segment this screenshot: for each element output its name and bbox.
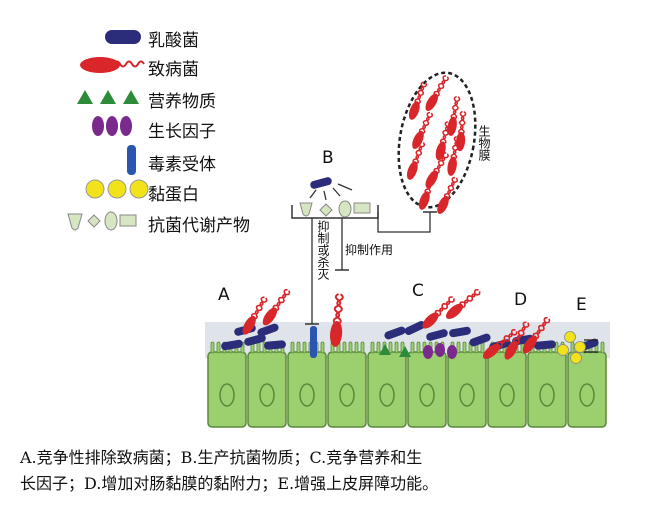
nutrient: [379, 344, 391, 355]
label-inhibit-or-kill: 抑制或杀灭: [316, 219, 330, 281]
mucin-icon: [85, 179, 149, 199]
biofilm-pathogen: [406, 80, 430, 122]
panel-b: [291, 176, 437, 358]
caption-line-2: 长因子；D.增加对肠黏膜的黏附力；E.增强上皮屏障功能。: [20, 474, 439, 493]
intestinal-epithelium: [205, 322, 610, 428]
lactobacillus-icon: [105, 30, 141, 44]
legend-lactobacillus: 乳酸菌: [148, 31, 199, 51]
biofilm: [397, 71, 477, 217]
growth-factor: [423, 345, 433, 359]
toxin-receptor-icon: [127, 145, 136, 175]
label-e: E: [576, 295, 587, 315]
mucin: [564, 331, 576, 343]
figure-caption: A.竞争性排除致病菌；B.生产抗菌物质；C.竞争营养和生 长因子；D.增加对肠黏…: [20, 445, 660, 497]
epithelial-cell: [247, 341, 287, 428]
mucin: [570, 352, 582, 364]
legend-nutrient: 营养物质: [148, 92, 216, 112]
biofilm-pathogen: [422, 73, 452, 114]
label-biofilm: 生物膜: [477, 125, 491, 162]
nutrient-icon: [77, 90, 139, 104]
epithelial-cell: [447, 341, 487, 428]
legend-toxin-receptor: 毒素受体: [148, 155, 216, 175]
mucin: [557, 344, 569, 356]
antibacterial-metabolite-icon: [67, 211, 137, 231]
growth-factor: [435, 343, 445, 357]
growth-factor-icon: [92, 116, 132, 136]
surface-bacteria: [220, 286, 600, 364]
legend-growth-factor: 生长因子: [148, 122, 216, 142]
caption-line-1: A.竞争性排除致病菌；B.生产抗菌物质；C.竞争营养和生: [20, 448, 423, 467]
label-d: D: [514, 290, 527, 310]
pathogen-icon: [80, 57, 145, 73]
legend: [67, 30, 149, 231]
nutrient: [399, 346, 411, 357]
epithelial-cell: [207, 341, 247, 428]
legend-mucin: 黏蛋白: [148, 185, 199, 205]
epithelial-cell: [367, 341, 407, 428]
legend-pathogen: 致病菌: [148, 60, 199, 80]
legend-antibacterial-metabolite: 抗菌代谢产物: [148, 216, 250, 236]
label-a: A: [218, 285, 230, 305]
epithelial-cell: [287, 341, 327, 428]
diagram-labels: B A C D E 抑制作用 抑制或杀灭 生物膜: [218, 125, 587, 315]
toxin-receptor: [310, 326, 317, 358]
growth-factor: [447, 345, 457, 359]
epithelial-cell: [327, 341, 367, 428]
label-c: C: [412, 281, 424, 301]
biofilm-pathogen: [434, 175, 461, 217]
mucin: [574, 341, 586, 353]
pathogen: [259, 286, 293, 329]
label-inhibition: 抑制作用: [345, 242, 393, 257]
label-b: B: [322, 148, 334, 168]
